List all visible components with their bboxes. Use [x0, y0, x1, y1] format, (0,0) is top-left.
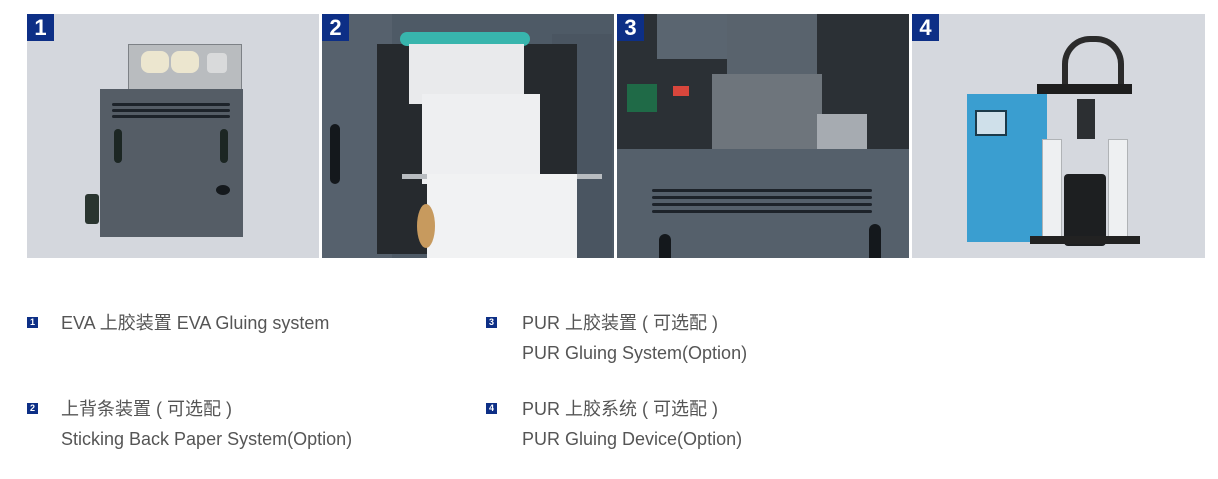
- legend-text-line1: 上背条装置 ( 可选配 ): [61, 399, 232, 419]
- cylinder-left: [1042, 139, 1062, 241]
- legend-item-2: 2 上背条装置 ( 可选配 ) Sticking Back Paper Syst…: [27, 396, 447, 456]
- legend-text-line1: EVA 上胶装置 EVA Gluing system: [61, 313, 330, 333]
- teal-roller: [400, 32, 530, 46]
- panel-number-badge: 2: [322, 14, 349, 41]
- touch-screen: [975, 110, 1007, 136]
- legend-text-line2: PUR Gluing System(Option): [522, 343, 748, 363]
- handle-left: [659, 234, 671, 258]
- legend-item-4: 4 PUR 上胶系统 ( 可选配 ) PUR Gluing Device(Opt…: [486, 396, 846, 456]
- top-beam: [1037, 84, 1132, 94]
- machine-cabinet: [100, 89, 243, 237]
- legend-text-line1: PUR 上胶系统 ( 可选配 ): [522, 399, 718, 419]
- glue-drum: [1064, 174, 1106, 246]
- legend-number-badge: 3: [486, 317, 497, 328]
- cabinet-front: [617, 149, 909, 258]
- legend-number-badge: 4: [486, 403, 497, 414]
- legend-text-line1: PUR 上胶装置 ( 可选配 ): [522, 313, 718, 333]
- panel-number-badge: 4: [912, 14, 939, 41]
- legend-text-line2: Sticking Back Paper System(Option): [61, 429, 353, 449]
- handle-right: [869, 224, 881, 258]
- paper-roll: [427, 174, 577, 258]
- pump-motor: [1077, 99, 1095, 139]
- legend-item-3: 3 PUR 上胶装置 ( 可选配 ) PUR Gluing System(Opt…: [486, 310, 846, 370]
- handle-right: [220, 129, 228, 163]
- panel-number-badge: 3: [617, 14, 644, 41]
- cable-chain: [1062, 36, 1124, 87]
- red-sensor: [673, 86, 689, 96]
- control-cabinet: [967, 94, 1047, 242]
- roll-core: [417, 204, 435, 248]
- cylinder-right: [1108, 139, 1128, 241]
- legend-number-badge: 2: [27, 403, 38, 414]
- panel-number-badge: 1: [27, 14, 54, 41]
- photo-panel-1: 1: [27, 14, 319, 258]
- green-block: [627, 84, 657, 112]
- legend-text-line2: PUR Gluing Device(Option): [522, 429, 743, 449]
- air-regulator: [85, 194, 99, 224]
- photo-panel-4: 4: [912, 14, 1205, 258]
- base-plate: [1030, 236, 1140, 244]
- paper-web-middle: [422, 94, 540, 184]
- legend-number-badge: 1: [27, 317, 38, 328]
- handle: [330, 124, 340, 184]
- photo-panel-2: 2: [322, 14, 614, 258]
- legend-item-1: 1 EVA 上胶装置 EVA Gluing system: [27, 310, 447, 340]
- handle-left: [114, 129, 122, 163]
- photo-panel-3: 3: [617, 14, 909, 258]
